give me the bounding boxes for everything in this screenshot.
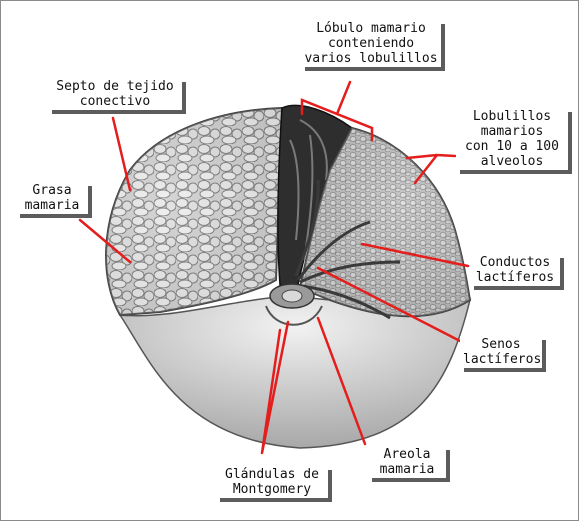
label-lobulillos-mamarios: Lobulillos mamarios con 10 a 100 alveolo… [456, 108, 568, 170]
label-glandulas-montgomery: Glándulas de Montgomery [216, 466, 328, 498]
label-areola-mamaria: Areola mamaria [368, 446, 446, 478]
label-grasa-mamaria: Grasa mamaria [16, 182, 88, 214]
label-conductos-lactiferos: Conductos lactíferos [470, 254, 560, 286]
label-septo-tejido-conectivo: Septo de tejido conectivo [48, 78, 182, 110]
label-lobulo-mamario: Lóbulo mamario conteniendo varios lobuli… [301, 20, 441, 67]
label-senos-lactiferos: Senos lactíferos [460, 336, 542, 368]
